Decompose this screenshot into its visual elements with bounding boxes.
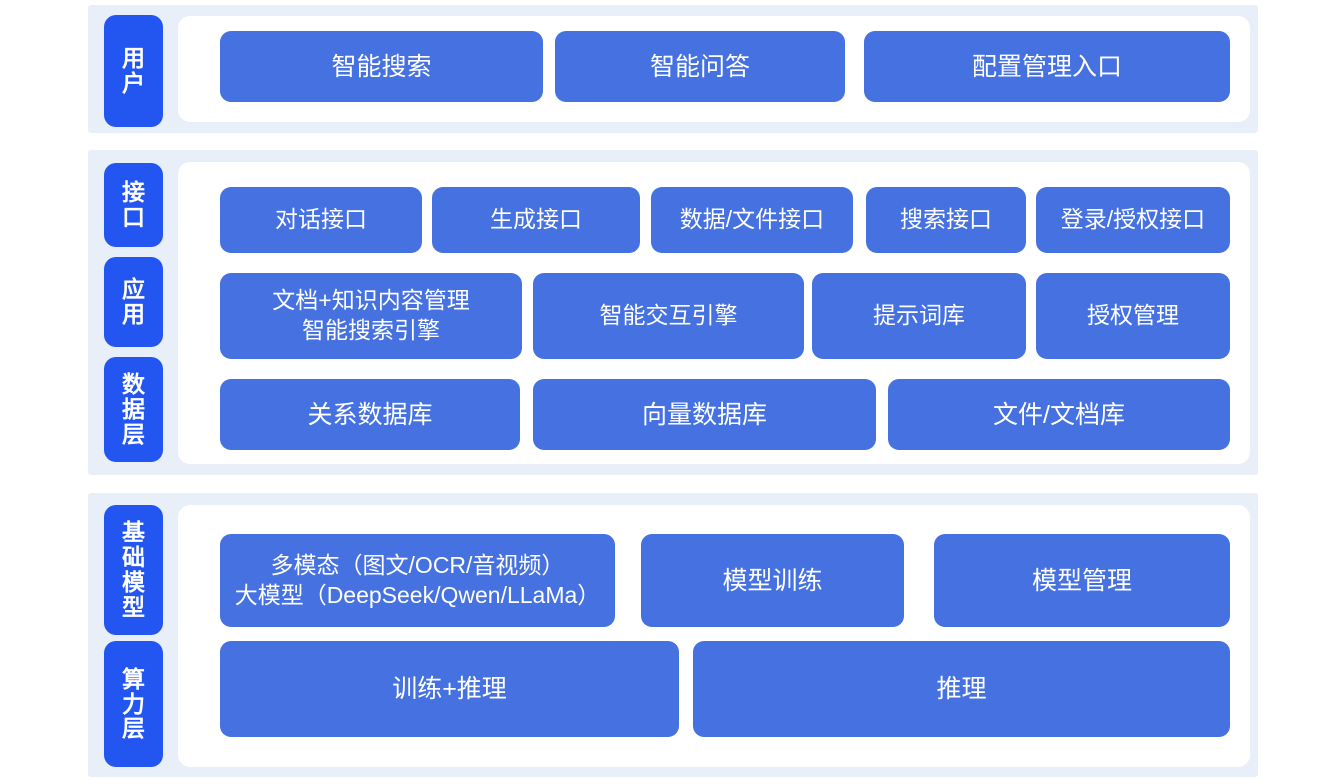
box-model-multimodal-llm-text: 多模态（图文/OCR/音视频） 大模型（DeepSeek/Qwen/LLaMa） (235, 551, 601, 611)
box-app-authorization-mgmt[interactable]: 授权管理 (1036, 273, 1230, 359)
line-2: 大模型（DeepSeek/Qwen/LLaMa） (234, 581, 601, 608)
box-api-generate[interactable]: 生成接口 (432, 187, 640, 253)
box-app-prompt-library[interactable]: 提示词库 (812, 273, 1026, 359)
box-compute-train-inference[interactable]: 训练+推理 (220, 641, 679, 737)
box-compute-inference[interactable]: 推理 (693, 641, 1230, 737)
layer-tab-application[interactable]: 应用 (104, 257, 163, 347)
box-model-multimodal-llm[interactable]: 多模态（图文/OCR/音视频） 大模型（DeepSeek/Qwen/LLaMa） (220, 534, 615, 627)
layer-tab-foundation-model-label: 基础模型 (122, 519, 145, 620)
layer-tab-api[interactable]: 接口 (104, 163, 163, 247)
box-model-management[interactable]: 模型管理 (934, 534, 1230, 627)
box-user-smart-search[interactable]: 智能搜索 (220, 31, 543, 102)
box-api-data-file[interactable]: 数据/文件接口 (651, 187, 853, 253)
box-data-file-doc-store[interactable]: 文件/文档库 (888, 379, 1230, 450)
layer-tab-compute-label: 算力层 (122, 665, 145, 742)
box-api-dialog[interactable]: 对话接口 (220, 187, 422, 253)
layer-tab-data-label: 数据层 (122, 371, 145, 447)
layer-tab-data[interactable]: 数据层 (104, 357, 163, 462)
box-app-doc-knowledge-search[interactable]: 文档+知识内容管理 智能搜索引擎 (220, 273, 522, 359)
box-data-vector-db[interactable]: 向量数据库 (533, 379, 876, 450)
box-api-login-auth[interactable]: 登录/授权接口 (1036, 187, 1230, 253)
layer-tab-user-label: 用户 (122, 45, 145, 96)
line-1: 多模态（图文/OCR/音视频） (270, 551, 565, 578)
box-model-training[interactable]: 模型训练 (641, 534, 904, 627)
box-app-doc-knowledge-search-text: 文档+知识内容管理 智能搜索引擎 (272, 286, 469, 346)
layer-tab-compute[interactable]: 算力层 (104, 641, 163, 767)
line-2: 智能搜索引擎 (302, 317, 440, 343)
layer-tab-api-label: 接口 (122, 179, 145, 230)
box-user-config-entry[interactable]: 配置管理入口 (864, 31, 1230, 102)
box-user-smart-qa[interactable]: 智能问答 (555, 31, 845, 102)
box-api-search[interactable]: 搜索接口 (866, 187, 1026, 253)
box-data-relational-db[interactable]: 关系数据库 (220, 379, 520, 450)
layer-tab-user[interactable]: 用户 (104, 15, 163, 127)
box-app-interaction-engine[interactable]: 智能交互引擎 (533, 273, 804, 359)
layer-tab-foundation-model[interactable]: 基础模型 (104, 505, 163, 635)
line-1: 文档+知识内容管理 (272, 287, 470, 314)
layer-tab-application-label: 应用 (122, 276, 145, 327)
